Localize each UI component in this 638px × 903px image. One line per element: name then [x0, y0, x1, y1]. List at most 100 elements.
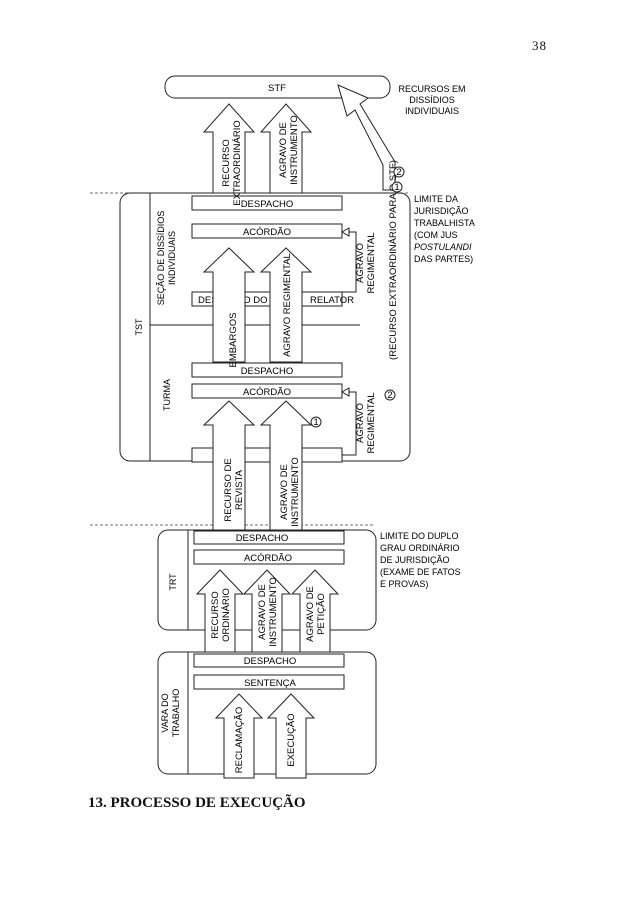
vara-despacho-label: DESPACHO: [244, 656, 297, 667]
trt-despacho-label: DESPACHO: [236, 533, 289, 544]
svg-text:GRAU ORDINÁRIO: GRAU ORDINÁRIO: [380, 543, 460, 553]
marker-2-top: [393, 166, 405, 178]
vara-frame: [157, 651, 377, 775]
svg-text:2: 2: [387, 390, 392, 401]
agravo-instrumento-trt-label: AGRAVO DE INSTRUMENTO: [257, 577, 279, 647]
svg-text:INSTRUMENTO: INSTRUMENTO: [290, 457, 301, 527]
svg-text:TRABALHO: TRABALHO: [171, 689, 181, 738]
svg-text:RECURSO DE: RECURSO DE: [223, 458, 234, 521]
agravo-regimental-turma-loop: [342, 391, 357, 456]
svg-text:INSTRUMENTO: INSTRUMENTO: [268, 577, 279, 647]
sdi-acordao-label: ACÓRDÃO: [243, 227, 291, 238]
svg-text:AGRAVO: AGRAVO: [355, 243, 366, 283]
agravo-instrumento-trt-arrow: [242, 569, 292, 653]
recurso-extraordinario-side-label: (RECURSO EXTRAORDINÁRIO PARA O STF): [388, 160, 399, 360]
svg-text:AGRAVO DE: AGRAVO DE: [279, 464, 290, 520]
trt-acordao-box: [193, 549, 345, 565]
sdi-despacho-box: [191, 195, 343, 211]
svg-text:E PROVAS): E PROVAS): [380, 579, 428, 589]
svg-text:RECURSO: RECURSO: [210, 591, 221, 639]
vara-label: VARA DO TRABALHO: [160, 689, 181, 738]
agravo-instrumento-turma-arrow: [259, 400, 313, 531]
agravo-peticao-label: AGRAVO DE PETIÇÃO: [305, 586, 327, 642]
stf-note: RECURSOS EM DISSÍDIOS INDIVIDUAIS: [398, 84, 465, 116]
sentenca-label: SENTENÇA: [244, 678, 296, 689]
svg-text:DAS PARTES): DAS PARTES): [414, 254, 473, 264]
tst-turma-label: TURMA: [162, 379, 172, 411]
sdi-despacho-label: DESPACHO: [241, 199, 294, 210]
svg-text:DISSÍDIOS: DISSÍDIOS: [409, 95, 455, 105]
svg-text:RECURSO: RECURSO: [221, 139, 232, 187]
agravo-peticao-arrow: [290, 569, 340, 653]
recurso-revista-arrow: [202, 400, 256, 531]
svg-text:1: 1: [394, 182, 399, 193]
stf-label: STF: [268, 83, 286, 94]
vara-despacho-box: [193, 653, 345, 668]
section-heading: 13. PROCESSO DE EXECUÇÃO: [88, 795, 306, 811]
tst-label: TST: [134, 318, 144, 336]
svg-text:PETIÇÃO: PETIÇÃO: [316, 593, 327, 635]
svg-text:REVISTA: REVISTA: [234, 469, 245, 510]
svg-text:2: 2: [396, 167, 401, 178]
recurso-extraordinario-side-arrow: [337, 84, 396, 191]
agravo-regimental-turma-side-label: AGRAVO REGIMENTAL: [355, 392, 377, 453]
limite-duplo-grau-note: LIMITE DO DUPLO GRAU ORDINÁRIO DE JURISD…: [380, 531, 461, 589]
svg-text:ORDINÁRIO: ORDINÁRIO: [221, 588, 232, 642]
marker-1-side: [391, 181, 403, 193]
svg-text:TRABALHISTA: TRABALHISTA: [414, 218, 475, 228]
svg-text:RECURSOS EM: RECURSOS EM: [398, 84, 465, 94]
reclamacao-arrow: [214, 693, 264, 779]
svg-text:AGRAVO DE: AGRAVO DE: [278, 122, 289, 178]
svg-text:REGIMENTAL: REGIMENTAL: [366, 232, 377, 293]
svg-text:1: 1: [313, 417, 318, 428]
stf-box: [164, 75, 391, 99]
svg-text:JURISDIÇÃO: JURISDIÇÃO: [414, 206, 469, 216]
svg-text:(COM JUS: (COM JUS: [414, 230, 458, 240]
reclamacao-label: RECLAMAÇÃO: [234, 707, 245, 774]
limite-jurisdicao-note: LIMITE DA JURISDIÇÃO TRABALHISTA (COM JU…: [414, 194, 475, 264]
sdi-acordao-box: [191, 223, 343, 239]
agravo-regimental-sdi-label: AGRAVO REGIMENTAL: [282, 253, 293, 357]
svg-text:POSTULANDI: POSTULANDI: [414, 242, 472, 252]
trt-despacho-box: [193, 530, 345, 545]
svg-text:AGRAVO: AGRAVO: [355, 403, 366, 443]
agravo-instrumento-turma-label: AGRAVO DE INSTRUMENTO: [279, 457, 301, 527]
agravo-instrumento-stf-label: AGRAVO DE INSTRUMENTO: [278, 115, 300, 185]
agravo-regimental-sdi-arrow: [259, 247, 313, 363]
agravo-regimental-sdi-loop: [342, 231, 357, 293]
turma-acordao-label: ACÓRDÃO: [243, 387, 291, 398]
svg-text:EXTRAORDINÁRIO: EXTRAORDINÁRIO: [232, 120, 243, 206]
svg-text:INDIVIDUAIS: INDIVIDUAIS: [167, 231, 177, 285]
svg-text:AGRAVO DE: AGRAVO DE: [305, 586, 316, 642]
svg-text:DE JURISDIÇÃO: DE JURISDIÇÃO: [380, 555, 450, 565]
svg-text:REGIMENTAL: REGIMENTAL: [366, 392, 377, 453]
tst-sdi-label: SEÇÃO DE DISSÍDIOS INDIVIDUAIS: [156, 211, 177, 306]
turma-despacho-box: [191, 362, 343, 378]
recurso-ordinario-arrow: [195, 569, 245, 653]
trt-acordao-label: ACÓRDÃO: [244, 553, 292, 564]
trt-label: TRT: [168, 573, 178, 591]
recurso-extraordinario-label: RECURSO EXTRAORDINÁRIO: [221, 120, 243, 206]
svg-text:INSTRUMENTO: INSTRUMENTO: [289, 115, 300, 185]
svg-text:VARA DO: VARA DO: [160, 693, 170, 732]
svg-text:(EXAME DE FATOS: (EXAME DE FATOS: [380, 567, 461, 577]
execucao-label: EXECUÇÃO: [286, 713, 297, 766]
sentenca-box: [193, 674, 345, 690]
embargos-label: EMBARGOS: [228, 313, 239, 368]
svg-text:AGRAVO DE: AGRAVO DE: [257, 584, 268, 640]
svg-text:LIMITE DO DUPLO: LIMITE DO DUPLO: [380, 531, 459, 541]
embargos-arrow: [202, 247, 256, 363]
execucao-arrow: [266, 693, 316, 779]
marker-2: [384, 389, 396, 401]
svg-text:SEÇÃO DE DISSÍDIOS: SEÇÃO DE DISSÍDIOS: [156, 211, 166, 306]
recurso-ordinario-label: RECURSO ORDINÁRIO: [210, 588, 232, 642]
marker-1: [310, 416, 322, 428]
agravo-regimental-sdi-side-label: AGRAVO REGIMENTAL: [355, 232, 377, 293]
agravo-instrumento-stf-arrow: [259, 103, 313, 194]
page-number: 38: [532, 38, 547, 53]
svg-text:INDIVIDUAIS: INDIVIDUAIS: [405, 106, 459, 116]
recurso-extraordinario-arrow: [202, 103, 256, 194]
turma-despacho-label: DESPACHO: [241, 366, 294, 377]
turma-acordao-box: [191, 383, 343, 399]
